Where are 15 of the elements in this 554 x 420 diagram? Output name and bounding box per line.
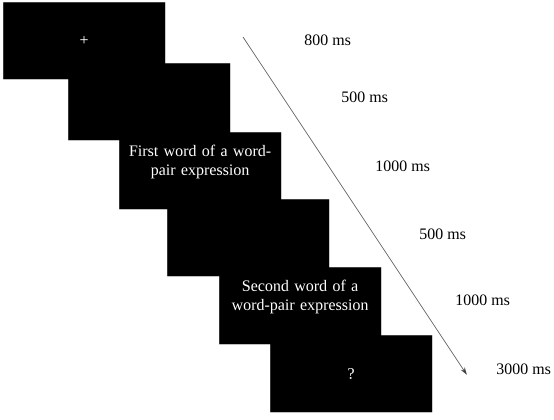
duration-label: 1000 ms — [376, 160, 430, 172]
duration-label: 1000 ms — [456, 294, 510, 306]
screen-box: Second word of a word-pair expression — [219, 267, 382, 344]
node-label: + — [80, 36, 88, 44]
duration-label: 500 ms — [342, 91, 388, 102]
blank-screen — [167, 199, 330, 276]
duration-label: 800 ms — [304, 34, 350, 46]
node-label: ? — [348, 368, 354, 379]
screen-box: ? — [270, 335, 432, 412]
duration-label: 3000 ms — [496, 363, 550, 374]
screen-box: First word of a word-pair expression — [119, 132, 282, 210]
duration-label: 500 ms — [420, 228, 466, 240]
node-label: First word of a word-pair expression — [129, 144, 271, 178]
blank-screen — [68, 63, 230, 140]
node-label: Second word of a word-pair expression — [232, 280, 368, 314]
